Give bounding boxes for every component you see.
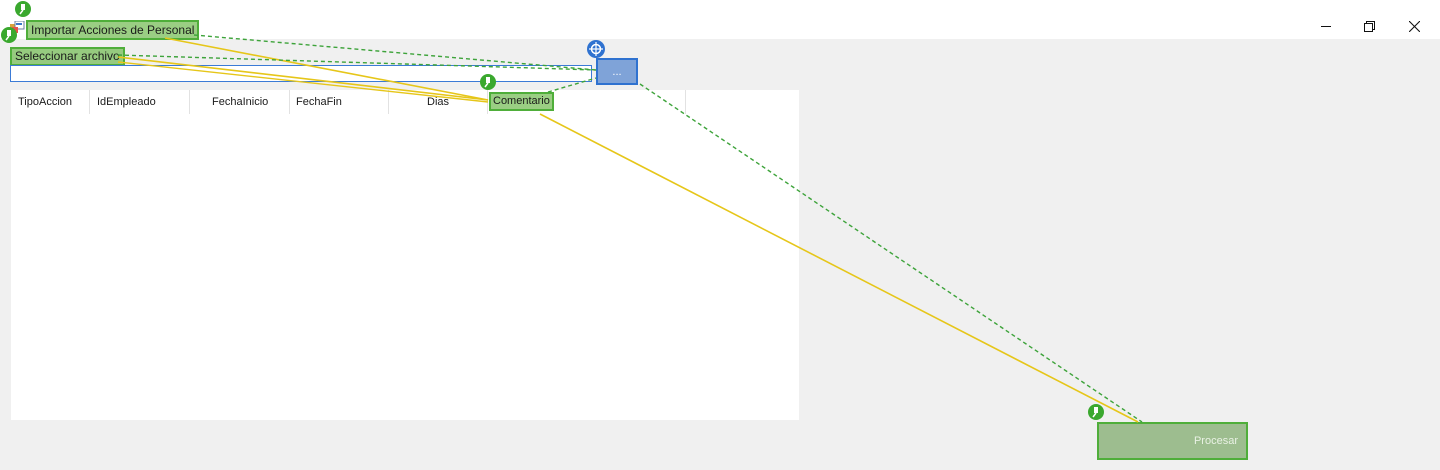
minimize-icon	[1321, 26, 1331, 27]
close-icon	[1408, 20, 1420, 32]
restore-icon	[1363, 20, 1375, 32]
column-header-comentario[interactable]: Comentario	[488, 90, 686, 114]
minimize-button[interactable]	[1311, 12, 1341, 40]
column-header-fechafin[interactable]: FechaFin	[290, 90, 389, 114]
title-bar: Importar Acciones de Personal	[0, 0, 1440, 40]
column-header-idempleado[interactable]: IdEmpleado	[90, 90, 190, 114]
column-header-comentario-label: Comentario	[489, 92, 554, 111]
close-button[interactable]	[1399, 12, 1429, 40]
pin-icon	[1088, 404, 1104, 420]
actions-grid[interactable]: TipoAccion IdEmpleado FechaInicio FechaF…	[11, 90, 799, 420]
grid-header: TipoAccion IdEmpleado FechaInicio FechaF…	[11, 90, 799, 114]
column-header-dias[interactable]: Dias	[389, 90, 488, 114]
file-path-input[interactable]	[10, 65, 592, 82]
window-title: Importar Acciones de Personal	[26, 20, 200, 40]
restore-button[interactable]	[1354, 12, 1384, 40]
app-icon	[10, 21, 25, 33]
target-icon	[587, 40, 605, 58]
column-header-tipoaccion[interactable]: TipoAccion	[11, 90, 90, 114]
column-header-fechainicio[interactable]: FechaInicio	[190, 90, 290, 114]
process-button[interactable]: Procesar	[1097, 422, 1248, 460]
browse-button[interactable]: ...	[596, 58, 638, 85]
select-file-label: Seleccionar archivo	[10, 47, 125, 66]
